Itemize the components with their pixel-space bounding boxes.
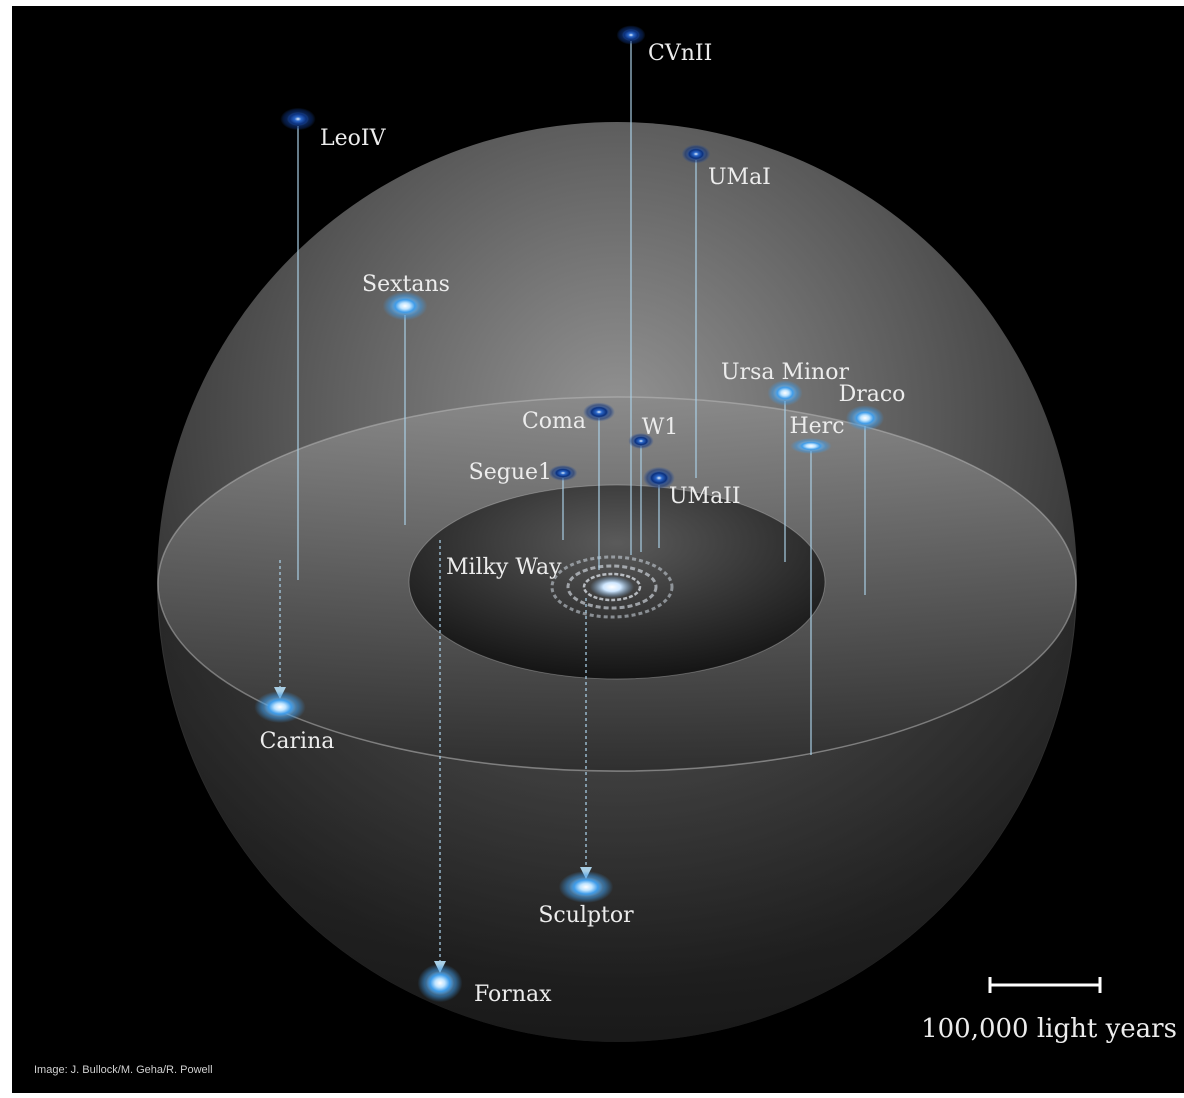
umaii-galaxy-icon <box>649 471 669 485</box>
milky-way-label: Milky Way <box>446 555 562 580</box>
draco-label: Draco <box>839 382 906 407</box>
lower-hemisphere-shade <box>158 582 1076 1042</box>
image-credit: Image: J. Bullock/M. Geha/R. Powell <box>34 1064 213 1076</box>
ursa-minor-label: Ursa Minor <box>721 360 849 385</box>
galactic-plane-rim <box>157 396 1077 772</box>
umai-galaxy-icon <box>687 148 705 160</box>
cvnii-label: CVnII <box>648 41 712 66</box>
sextans-galaxy-icon <box>391 297 419 315</box>
ursa-minor-galaxy-icon <box>774 385 796 401</box>
segue1-label: Segue1 <box>469 460 552 485</box>
segue1-galaxy-icon <box>554 468 572 478</box>
sculptor-galaxy-icon <box>569 877 603 897</box>
draco-galaxy-icon <box>853 410 877 426</box>
satellite-galaxies <box>254 25 885 1003</box>
cvnii-galaxy-icon <box>622 29 640 41</box>
carina-label: Carina <box>260 729 335 754</box>
coma-galaxy-icon <box>589 406 609 418</box>
carina-galaxy-icon <box>264 697 296 717</box>
umai-label: UMaI <box>708 165 771 190</box>
coma-label: Coma <box>522 409 586 434</box>
fornax-label: Fornax <box>474 982 552 1007</box>
umaii-label: UMaII <box>669 484 741 509</box>
herc-galaxy-icon <box>798 441 824 451</box>
w1-galaxy-icon <box>633 436 649 446</box>
leoiv-label: LeoIV <box>320 126 387 151</box>
w1-label: W1 <box>642 415 679 440</box>
scale-bar-label: 100,000 light years <box>921 1014 1177 1044</box>
fornax-galaxy-icon <box>426 971 454 995</box>
milky-way-galaxy-icon <box>550 555 674 619</box>
projection-lines <box>274 41 866 973</box>
sculptor-label: Sculptor <box>538 903 634 928</box>
inner-disc-rim <box>408 484 826 680</box>
scale-bar <box>988 977 1102 993</box>
herc-label: Herc <box>789 414 844 439</box>
sextans-label: Sextans <box>362 272 450 297</box>
leoiv-galaxy-icon <box>287 112 309 126</box>
